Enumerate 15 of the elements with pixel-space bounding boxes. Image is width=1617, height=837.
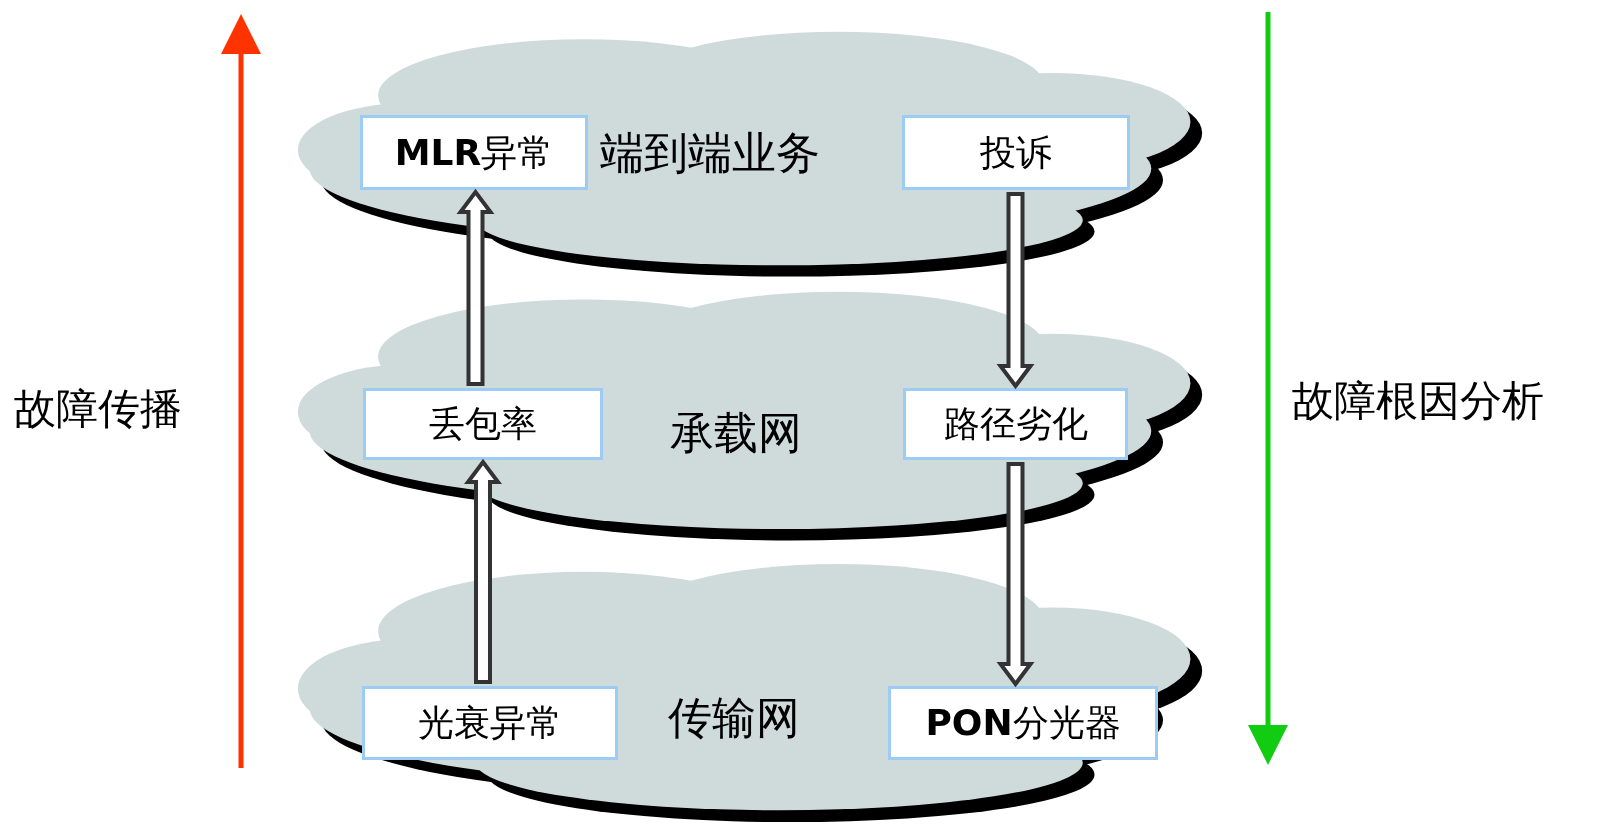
block-arrow bbox=[464, 458, 502, 684]
block-arrow bbox=[996, 192, 1035, 390]
block-arrow bbox=[456, 188, 495, 386]
symptom-box: 丢包率 bbox=[363, 388, 603, 460]
symptom-box: MLR异常 bbox=[360, 115, 588, 190]
block-arrow bbox=[996, 462, 1035, 688]
symptom-box: PON分光器 bbox=[888, 686, 1158, 760]
side-label: 故障传播 bbox=[14, 388, 182, 430]
layer-title: 传输网 bbox=[668, 696, 800, 740]
layer-title: 承载网 bbox=[670, 411, 802, 455]
symptom-box: 路径劣化 bbox=[903, 388, 1128, 460]
layer-title: 端到端业务 bbox=[600, 131, 820, 175]
side-label: 故障根因分析 bbox=[1292, 380, 1544, 422]
symptom-box: 投诉 bbox=[902, 115, 1130, 190]
symptom-box: 光衰异常 bbox=[362, 686, 618, 760]
